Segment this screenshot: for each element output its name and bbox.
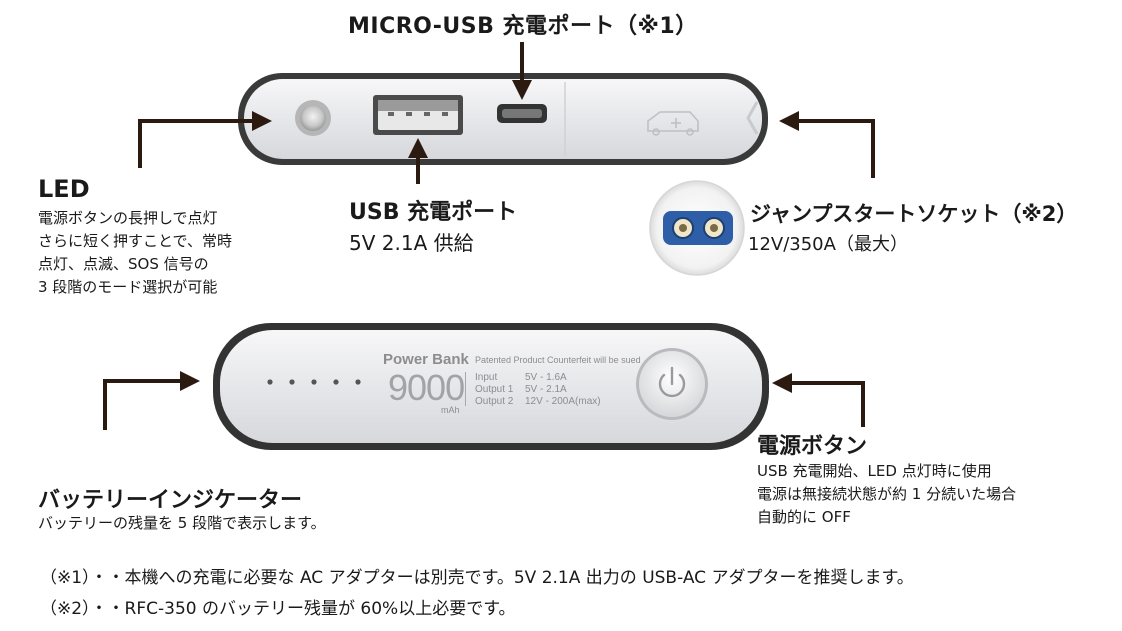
jump-socket-title: ジャンプスタートソケット（※2） — [750, 202, 1078, 226]
indicator-dot — [311, 379, 317, 385]
led-desc-line: 3 段階のモード選択が可能 — [38, 278, 218, 296]
arrow-indicator — [103, 371, 200, 430]
indicator-dot — [267, 379, 273, 385]
battery-indicator-dots — [267, 379, 361, 385]
power-desc-line: 自動的に OFF — [757, 508, 851, 526]
indicator-title: バッテリーインジケーター — [38, 488, 303, 513]
leader-arrows — [103, 42, 875, 430]
footnote-1: （※1）・・本機への充電に必要な AC アダプターは別売です。5V 2.1A 出… — [40, 568, 914, 588]
power-desc-line: 電源は無接続状態が約 1 分続いた場合 — [757, 485, 1017, 503]
jump-socket-spec: 12V/350A（最大） — [748, 234, 908, 255]
led-title: LED — [38, 175, 90, 203]
led-desc-line: 電源ボタンの長押しで点灯 — [38, 209, 218, 227]
device-capacity-unit: mAh — [441, 405, 460, 415]
usb-port-icon — [373, 95, 463, 135]
device-front-view — [213, 323, 769, 450]
socket-cap-icon — [746, 101, 759, 135]
front-view-body — [220, 330, 762, 443]
arrow-led — [138, 111, 272, 168]
indicator-dot — [289, 379, 295, 385]
usb-port-spec: 5V 2.1A 供給 — [349, 231, 474, 255]
device-brand: Power Bank — [383, 351, 469, 368]
indicator-dot — [333, 379, 339, 385]
power-symbol-icon — [658, 366, 686, 398]
indicator-dot — [355, 379, 361, 385]
arrow-power-button — [772, 373, 865, 427]
jump-socket-inset — [649, 180, 745, 276]
led-lens-icon — [300, 105, 326, 131]
device-end-view — [238, 73, 768, 165]
power-button-title: 電源ボタン — [757, 434, 868, 459]
footnote-2: （※2）・・RFC-350 のバッテリー残量が 60%以上必要です。 — [40, 599, 516, 619]
usb-port-title: USB 充電ポート — [349, 200, 518, 225]
led-desc-line: さらに短く押すことで、常時 — [38, 232, 232, 250]
device-divider — [465, 372, 466, 406]
device-capacity: 9000 — [388, 367, 465, 408]
led-desc-line: 点灯、点滅、SOS 信号の — [38, 255, 209, 273]
car-plug-icon — [647, 111, 699, 136]
power-button-description: USB 充電開始、LED 点灯時に使用 電源は無接続状態が約 1 分続いた場合 … — [757, 460, 1016, 529]
device-patent-text: Patented Product Counterfeit will be sue… — [475, 355, 641, 365]
micro-usb-port-icon — [497, 104, 547, 123]
led-description: 電源ボタンの長押しで点灯 さらに短く押すことで、常時 点灯、点滅、SOS 信号の… — [38, 207, 232, 299]
power-desc-line: USB 充電開始、LED 点灯時に使用 — [757, 462, 992, 480]
indicator-description: バッテリーの残量を 5 段階で表示します。 — [38, 514, 326, 532]
micro-usb-title: MICRO-USB 充電ポート（※1） — [348, 14, 698, 39]
arrow-jump-socket — [779, 111, 875, 178]
